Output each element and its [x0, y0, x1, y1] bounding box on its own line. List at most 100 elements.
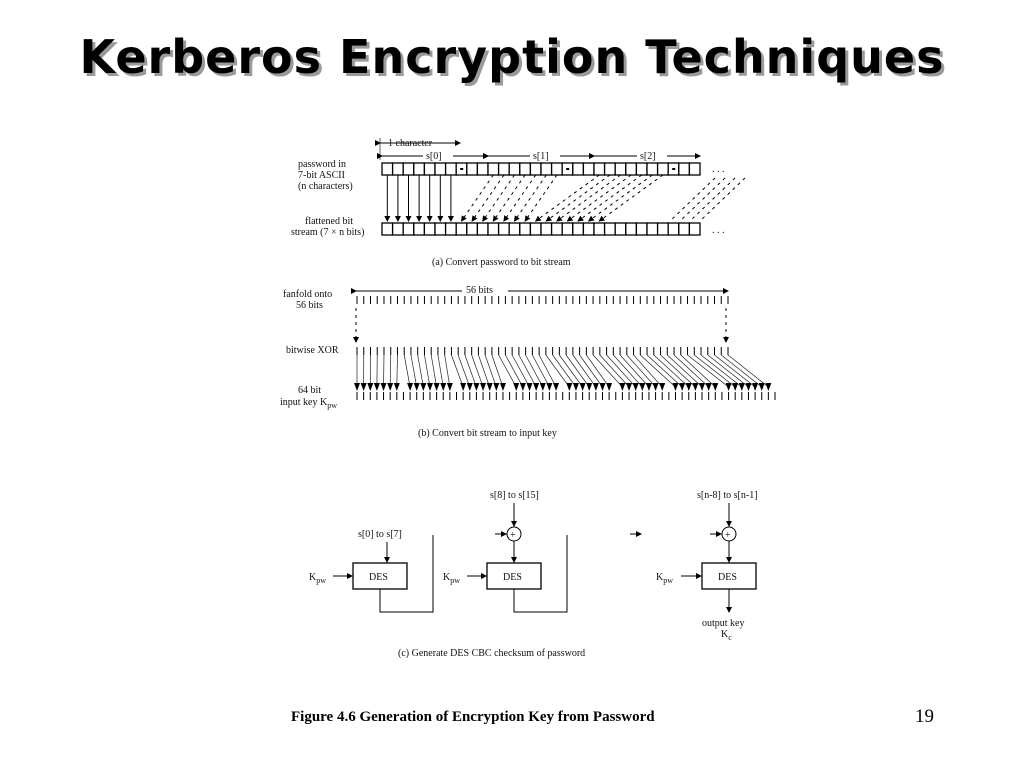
password-bit-cell — [487, 162, 500, 176]
key-arrowhead — [639, 383, 646, 391]
key-arrowhead — [519, 383, 526, 391]
xor-key-line — [613, 354, 643, 388]
password-bit-cell — [402, 162, 415, 176]
label-input-key: input key Kpw — [280, 397, 337, 410]
xor-key-line — [424, 354, 431, 388]
label-s2: s[2] — [640, 151, 656, 162]
key-arrowhead — [360, 383, 367, 391]
password-bit-cell — [519, 162, 532, 176]
key-arrowhead — [738, 383, 745, 391]
stream-bit-cell — [466, 222, 479, 236]
key-arrowhead — [725, 383, 732, 391]
xor-key-line — [451, 354, 464, 388]
bit-arrow-continuation — [689, 177, 736, 222]
key-arrowhead — [619, 383, 626, 391]
ellipsis-top: . . . — [712, 164, 725, 175]
stream-bit-cell — [444, 222, 457, 236]
bit-mapping-arrows — [384, 174, 746, 222]
bit-arrow-diagonal — [566, 174, 632, 222]
xor-key-line — [437, 354, 444, 388]
password-bit-cell — [423, 162, 436, 176]
xor-key-line — [498, 354, 517, 388]
stream-bit-cell — [603, 222, 616, 236]
key-arrowhead — [732, 383, 739, 391]
xor-key-line — [727, 354, 769, 388]
stream-bit-cell — [667, 222, 680, 236]
key-arrowhead — [692, 383, 699, 391]
key-arrowhead — [354, 383, 360, 391]
stream-bit-cell — [572, 222, 585, 236]
xor-key-line — [505, 354, 524, 388]
stream-bit-cell — [635, 222, 648, 236]
xor-key-line — [410, 354, 418, 388]
key-arrowhead — [499, 383, 506, 391]
key-arrowhead — [440, 383, 447, 391]
parity-bit-mark — [566, 168, 570, 170]
caption-part-b: (b) Convert bit stream to input key — [418, 428, 557, 439]
key-arrowhead — [373, 383, 380, 391]
xor-key-line — [552, 354, 577, 388]
output-key-label: output key — [702, 618, 745, 629]
xor-key-line — [484, 354, 497, 388]
stream-bit-cell — [381, 222, 394, 236]
password-bit-cell — [434, 162, 447, 176]
page-number: 19 — [915, 706, 934, 727]
key-arrowhead — [420, 383, 427, 391]
xor-key-line — [592, 354, 623, 388]
xor-key-line — [430, 354, 437, 388]
label-bitwise-xor: bitwise XOR — [286, 345, 339, 356]
password-bit-cell — [497, 162, 510, 176]
des-label-2: DES — [503, 572, 522, 583]
stream-bit-cell — [434, 222, 447, 236]
xor-key-line — [532, 354, 550, 388]
password-bit-cell — [635, 162, 648, 176]
label-password-ascii-1: password in — [298, 159, 346, 170]
bit-arrow-diagonal — [492, 174, 526, 222]
key-arrowhead — [579, 383, 586, 391]
stream-bit-cell — [582, 222, 595, 236]
xor-symbol-1: + — [510, 530, 516, 541]
flattened-bit-row — [381, 222, 701, 236]
kpw-label-3: Kpw — [656, 572, 673, 585]
password-bit-cell — [413, 162, 426, 176]
part-a: 1 character s[0] s[1] s[2] password in 7… — [291, 138, 746, 268]
key-arrowhead — [546, 383, 553, 391]
label-password-ascii-3: (n characters) — [298, 181, 353, 192]
xor-key-line — [572, 354, 597, 388]
key-arrowhead — [652, 383, 659, 391]
xor-key-line — [389, 354, 392, 388]
password-bit-cell — [614, 162, 627, 176]
stream-bit-cell — [455, 222, 468, 236]
key-arrowhead — [685, 383, 692, 391]
xor-key-line — [707, 354, 749, 388]
key-arrowhead — [493, 383, 500, 391]
password-bit-cell — [646, 162, 659, 176]
output-key-kc: Kc — [721, 629, 732, 642]
xor-key-line — [646, 354, 683, 388]
password-bit-cell — [540, 162, 553, 176]
xor-key-line — [633, 354, 663, 388]
des-box-2 — [486, 562, 542, 590]
stream-bit-cell — [402, 222, 415, 236]
slide-title: Kerberos Encryption Techniques — [79, 30, 945, 84]
stream-bit-cell — [550, 222, 563, 236]
stream-bit-cell — [413, 222, 426, 236]
stream-bit-cell — [423, 222, 436, 236]
stream-bit-cell — [625, 222, 638, 236]
key-arrowhead — [539, 383, 546, 391]
key-arrowhead — [480, 383, 487, 391]
key-arrowhead — [599, 383, 606, 391]
des-box-1 — [352, 562, 408, 590]
xor-key-line — [579, 354, 603, 388]
password-bit-cell — [625, 162, 638, 176]
key-arrowhead — [626, 383, 633, 391]
stream-bit-cell — [508, 222, 521, 236]
xor-key-line — [673, 354, 709, 388]
xor-bit-ticks — [356, 347, 729, 355]
parity-bit-mark — [460, 168, 464, 170]
key-arrowhead — [367, 383, 374, 391]
part-c: s[0] to s[7] DES Kpw s[8] to s[15] + DES… — [309, 490, 758, 659]
key-arrowhead — [705, 383, 712, 391]
xor-key-line — [586, 354, 610, 388]
